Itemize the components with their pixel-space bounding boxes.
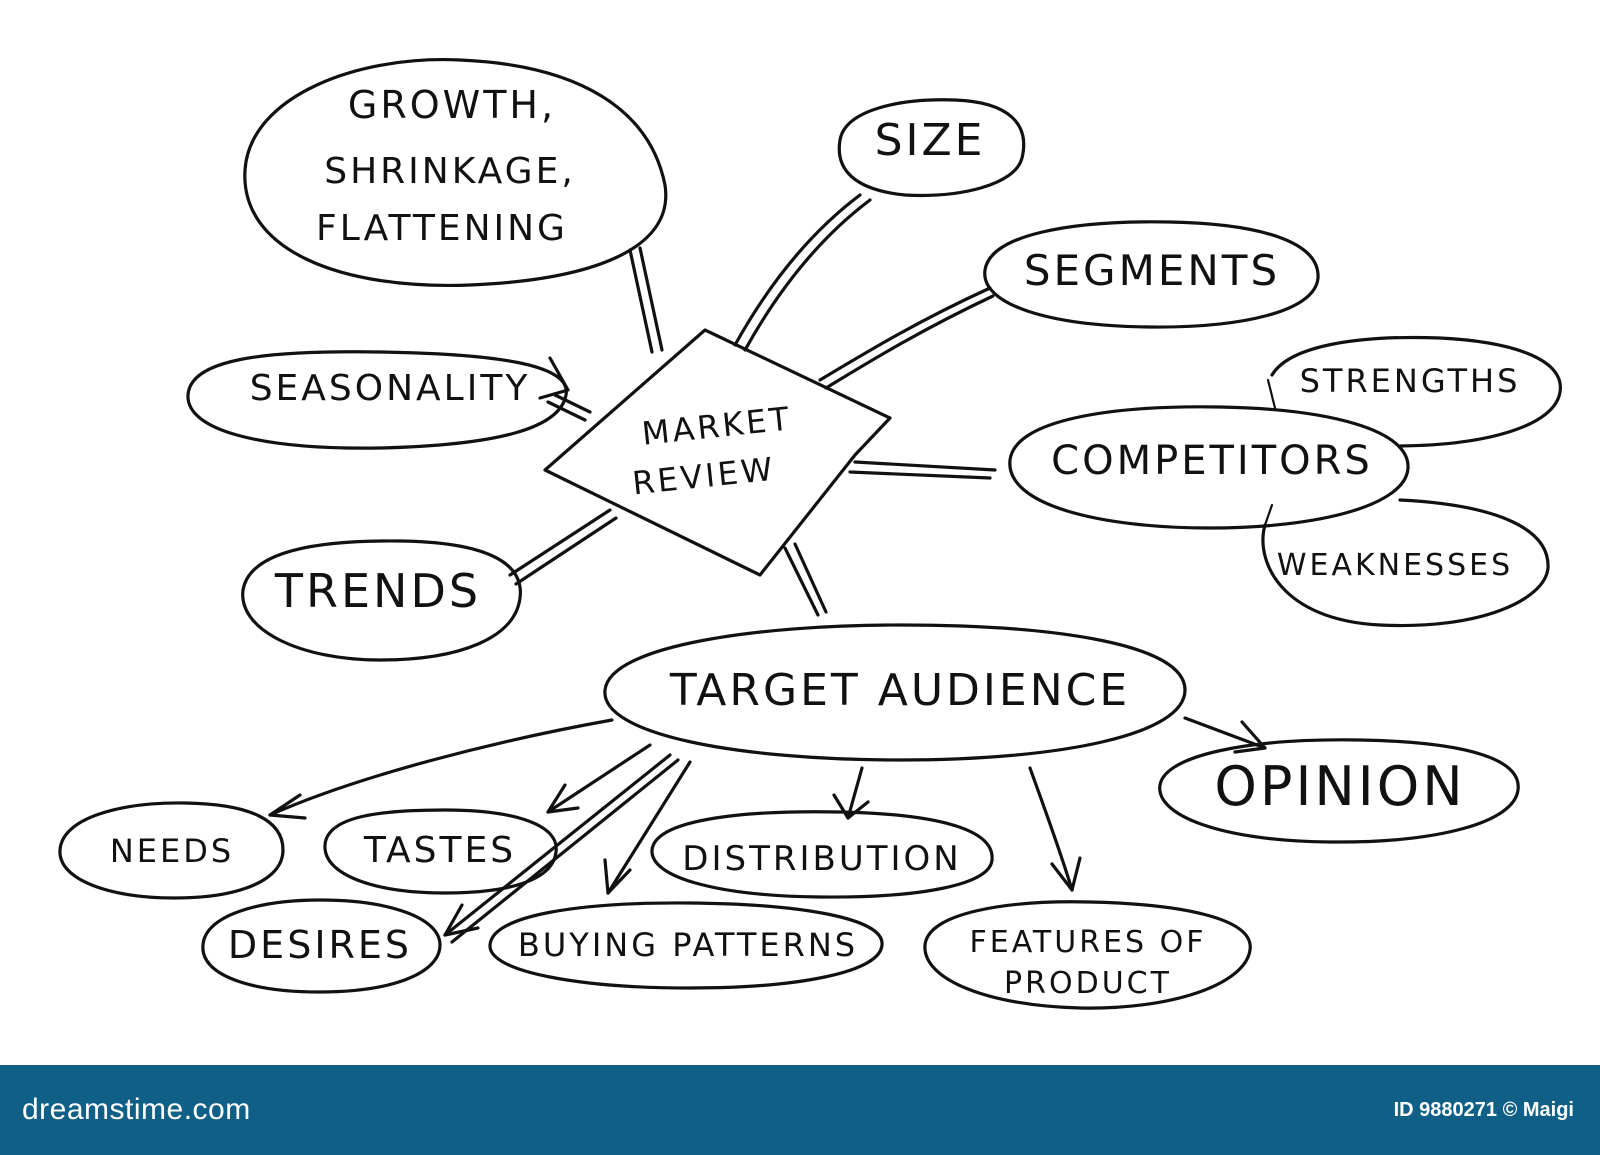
node-labels: GROWTH, SHRINKAGE, FLATTENING SIZE SEGME… (110, 83, 1521, 1001)
connector-strengths (1266, 378, 1277, 410)
label-tastes: TASTES (363, 830, 516, 871)
mind-map-canvas: GROWTH, SHRINKAGE, FLATTENING SIZE SEGME… (58, 57, 1562, 1010)
connector-target (783, 542, 828, 617)
connector-seasonality (546, 393, 592, 422)
label-weaknesses: WEAKNESSES (1277, 548, 1513, 583)
ellipse-size (837, 98, 1026, 198)
arrow-buying (606, 760, 692, 895)
arrow-tastes (546, 743, 652, 814)
label-desires: DESIRES (228, 923, 412, 967)
ellipse-distribution (650, 810, 994, 899)
arrow-distribution (846, 766, 864, 820)
diamond-market-review (543, 328, 892, 577)
label-market: MARKET (640, 399, 794, 453)
ellipse-trends (241, 539, 522, 662)
label-growth-3: FLATTENING (316, 208, 568, 249)
image-credit: ID 9880271 © Maigi (1393, 1098, 1574, 1121)
connector-trends (508, 508, 618, 586)
label-strengths: STRENGTHS (1300, 362, 1521, 400)
ellipse-weaknesses (1261, 498, 1550, 628)
ellipse-seasonality (186, 350, 568, 450)
ellipse-features (923, 900, 1252, 1010)
arrow-needs (268, 718, 614, 817)
arrow-opinion (1183, 716, 1267, 750)
label-buying-patterns: BUYING PATTERNS (518, 926, 858, 964)
ellipse-desires (201, 898, 442, 994)
label-needs: NEEDS (110, 832, 234, 870)
label-competitors: COMPETITORS (1051, 438, 1373, 484)
label-target-audience: TARGET AUDIENCE (669, 665, 1130, 716)
ellipse-tastes (323, 808, 558, 895)
connector-size (733, 193, 872, 352)
label-seasonality: SEASONALITY (250, 368, 531, 409)
label-features-2: PRODUCT (1004, 966, 1172, 1001)
ellipse-opinion (1158, 738, 1520, 844)
label-growth-1: GROWTH, (348, 83, 556, 127)
ellipse-target-audience (603, 623, 1187, 762)
ellipse-needs (58, 801, 285, 900)
watermark-banner: dreamstime.com ID 9880271 © Maigi (0, 1065, 1600, 1155)
connector-competitors (848, 460, 997, 480)
label-opinion: OPINION (1214, 755, 1465, 818)
mind-map: GROWTH, SHRINKAGE, FLATTENING SIZE SEGME… (58, 57, 1562, 1010)
label-segments: SEGMENTS (1024, 246, 1280, 295)
connector-growth (628, 246, 664, 354)
connector-weaknesses (1263, 503, 1274, 527)
ellipse-buying-patterns (488, 901, 884, 990)
ellipse-competitors (1008, 405, 1410, 530)
arrow-seasonality (538, 356, 570, 400)
node-shapes (58, 57, 1562, 1010)
ellipse-segments (983, 220, 1320, 329)
label-features-1: FEATURES OF (970, 925, 1207, 960)
arrows (268, 356, 1267, 944)
brand-logo-text: dreamstime.com (22, 1093, 251, 1126)
ellipse-growth (243, 57, 668, 288)
label-review: REVIEW (630, 450, 777, 503)
label-growth-2: SHRINKAGE, (324, 151, 576, 192)
label-size: SIZE (875, 115, 986, 166)
ellipse-strengths (1270, 335, 1562, 448)
arrow-features (1028, 766, 1074, 892)
connector-segments (818, 286, 995, 390)
connectors (508, 193, 1277, 617)
label-distribution: DISTRIBUTION (682, 839, 961, 879)
label-trends: TRENDS (274, 564, 481, 618)
